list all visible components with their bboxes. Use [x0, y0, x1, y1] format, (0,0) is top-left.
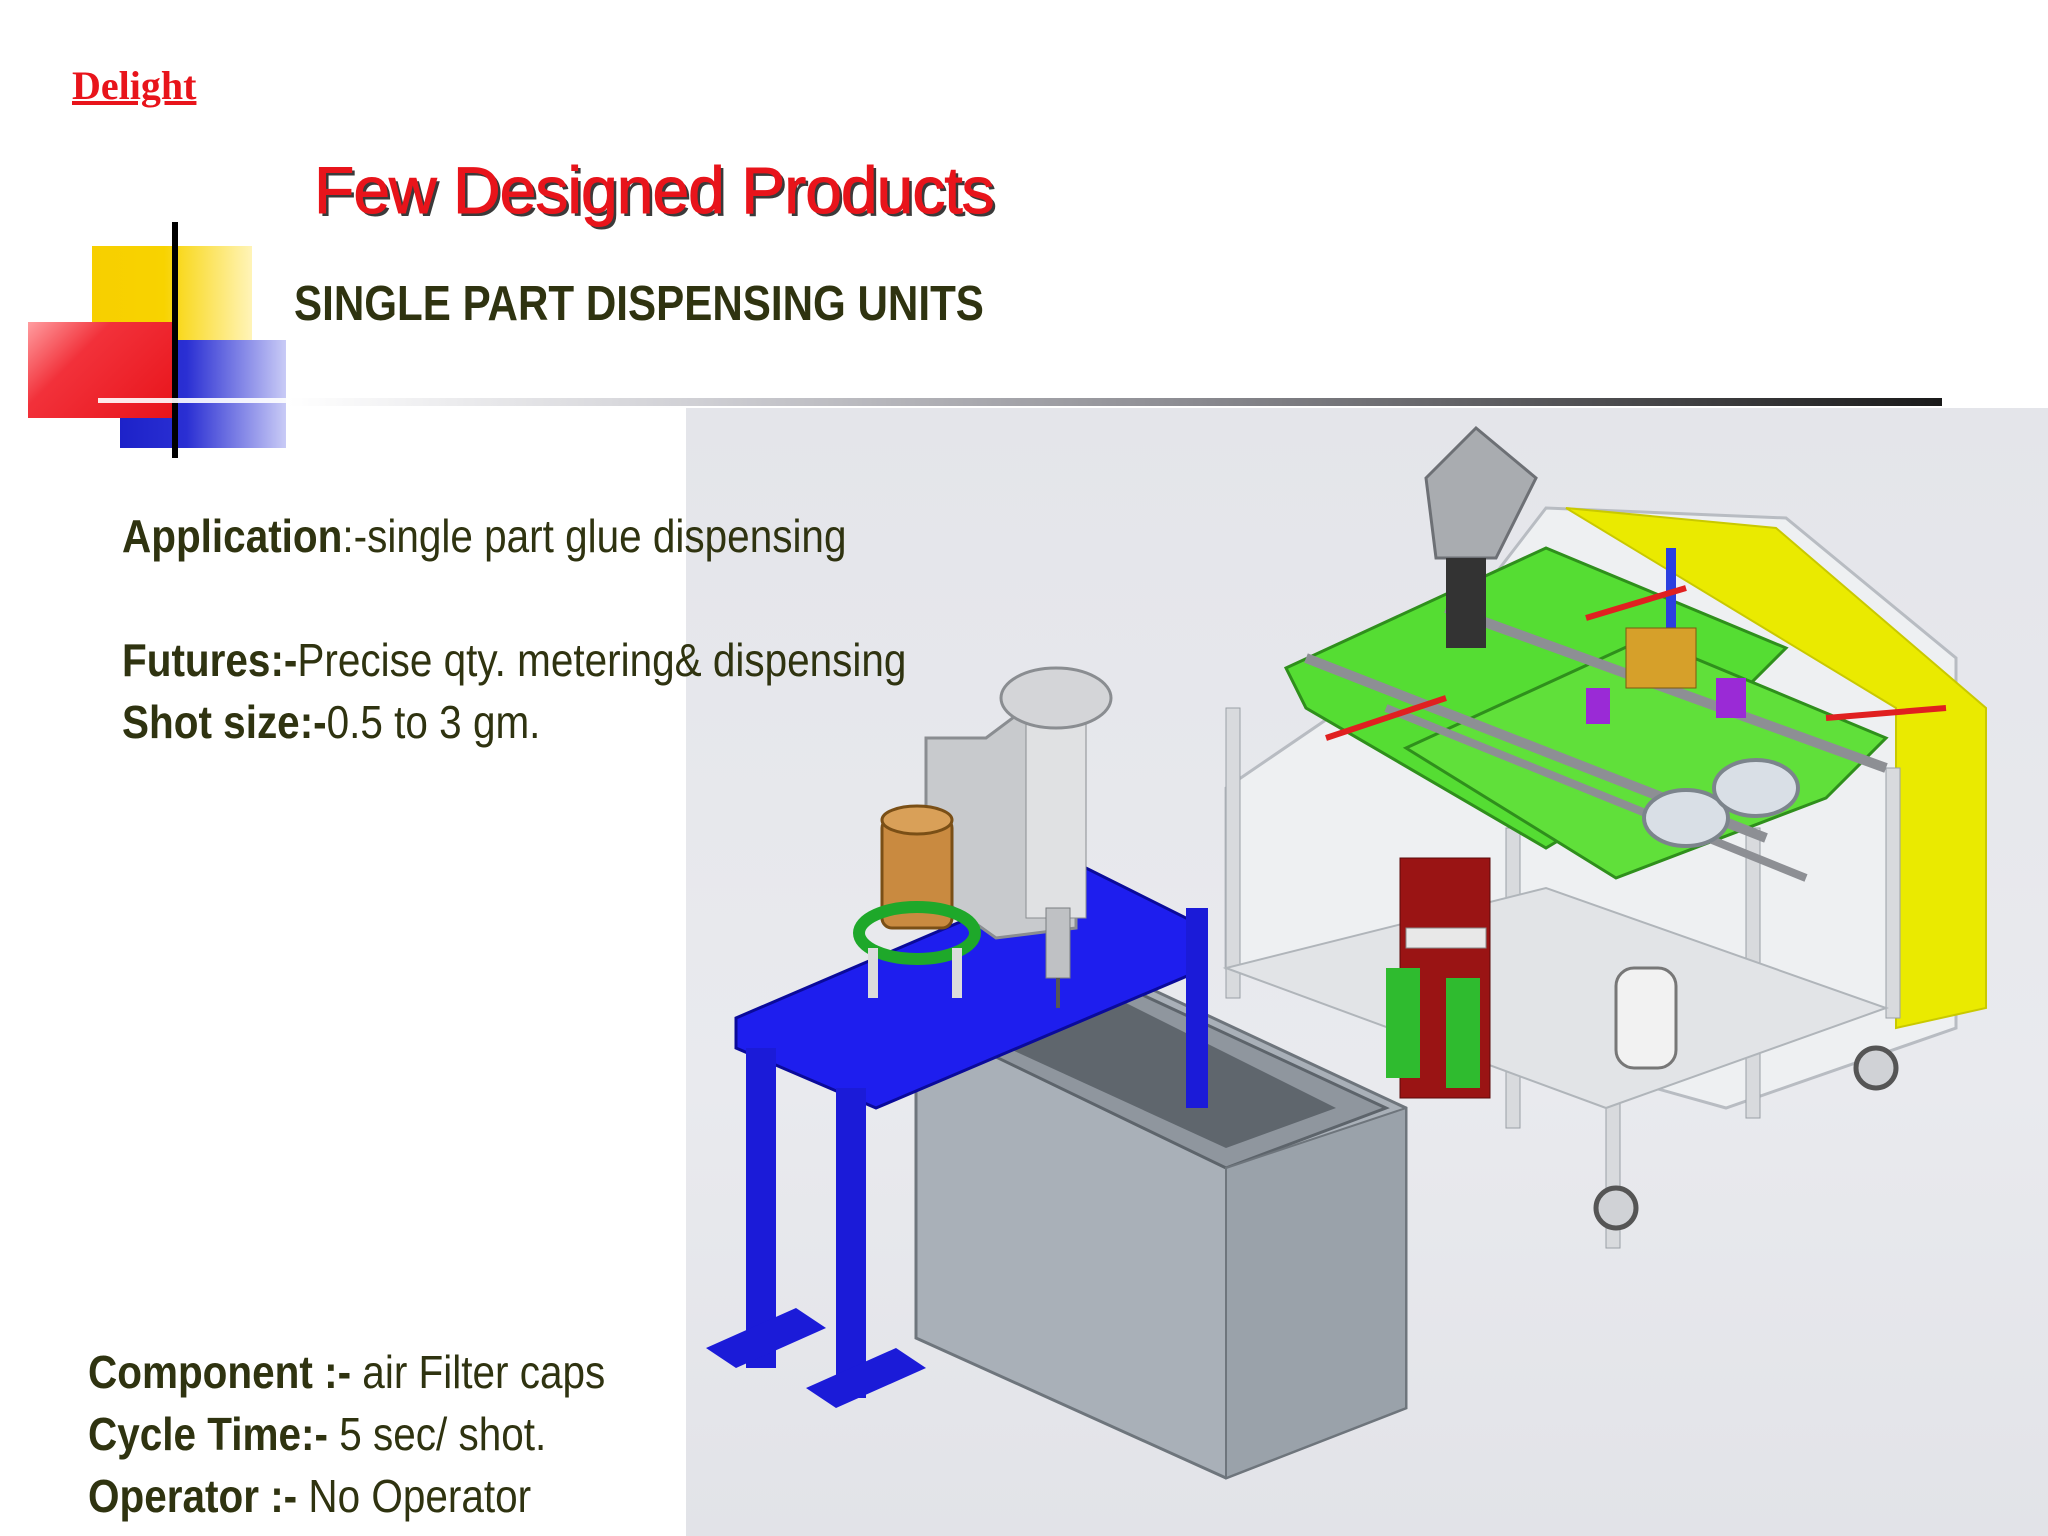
dispensing-machine-illustration [686, 408, 2048, 1536]
slide-title: Few Designed Products [314, 153, 996, 228]
application-spec: Application:-single part glue dispensing [122, 510, 846, 563]
conveyor-station [1222, 425, 1987, 1249]
glue-reservoir [853, 804, 981, 998]
slide-subtitle: SINGLE PART DISPENSING UNITS [294, 277, 984, 331]
cycle-time-value: 5 sec/ shot. [327, 1408, 547, 1460]
shot-size-value: 0.5 to 3 gm. [326, 696, 541, 748]
horizontal-line [98, 398, 288, 403]
dispensing-head [924, 666, 1113, 1008]
vertical-line [172, 222, 178, 458]
component-spec: Component :- air Filter caps [88, 1346, 605, 1399]
application-value: :-single part glue dispensing [342, 510, 847, 562]
operator-value: No Operator [297, 1470, 532, 1522]
futures-label: Futures:- [122, 634, 298, 686]
component-label: Component :- [88, 1346, 352, 1398]
title-divider [288, 398, 1942, 406]
dispensing-table [706, 866, 1208, 1408]
operator-label: Operator :- [88, 1470, 298, 1522]
application-label: Application [122, 510, 343, 562]
red-square [28, 322, 172, 418]
futures-value: Precise qty. metering& dispensing [297, 634, 907, 686]
company-logo-text: Delight [72, 63, 197, 108]
cycle-time-label: Cycle Time:- [88, 1408, 328, 1460]
futures-spec: Futures:-Precise qty. metering& dispensi… [122, 634, 906, 687]
operator-spec: Operator :- No Operator [88, 1470, 531, 1523]
shot-size-label: Shot size:- [122, 696, 327, 748]
collection-bin [914, 966, 1408, 1480]
cycle-time-spec: Cycle Time:- 5 sec/ shot. [88, 1408, 546, 1461]
shot-size-spec: Shot size:-0.5 to 3 gm. [122, 696, 540, 749]
component-value: air Filter caps [351, 1346, 606, 1398]
